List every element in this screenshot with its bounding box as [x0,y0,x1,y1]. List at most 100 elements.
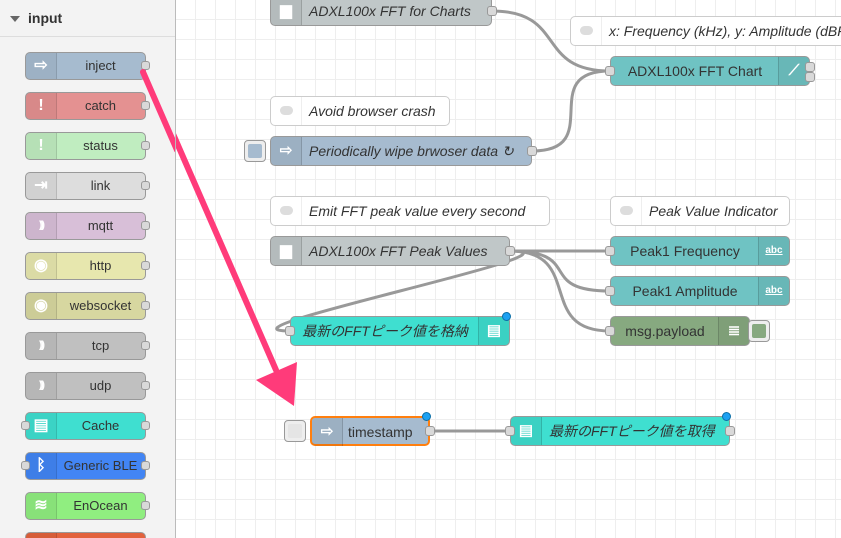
flow-node-fft[interactable]: ▤最新のFFTピーク値を格納 [290,316,510,346]
changed-indicator [502,312,511,321]
comment-icon [271,97,302,125]
bridge-icon: ))) [26,333,57,359]
input-port[interactable] [605,66,615,76]
flow-node-adxl100x-fft-for-charts[interactable]: ▆ADXL100x FFT for Charts [270,0,492,26]
input-port[interactable] [605,286,615,296]
node-label: timestamp [348,424,413,440]
comment-icon [271,197,302,225]
globe-icon: ◉ [26,253,57,279]
output-port[interactable] [487,6,497,16]
input-port[interactable] [605,246,615,256]
palette-node-label: status [83,138,118,153]
output-port[interactable] [505,246,515,256]
palette-category-label: input [28,10,63,26]
palette-node-tcp[interactable]: )))tcp [25,332,146,360]
arrow-right-icon: ⇨ [271,137,302,165]
chart-icon: ▆ [271,0,302,25]
chart-icon: ▆ [271,237,302,265]
comment-icon [571,17,602,45]
palette-node-http[interactable]: ◉ http [25,252,146,280]
output-port[interactable] [527,146,537,156]
flow-node-timestamp[interactable]: ⇨timestamp [310,416,430,446]
output-port [141,101,150,110]
palette-node-node[interactable] [25,532,146,538]
wire[interactable] [509,249,611,293]
wires-layer [275,9,611,433]
output-port [141,61,150,70]
list-icon: ≣ [718,317,749,345]
output-port [141,421,150,430]
palette-node-mqtt[interactable]: )))mqtt [25,212,146,240]
flow-workspace[interactable]: x: Frequency (kHz), y: Amplitude (dBFS) A… [176,0,841,538]
node-label: ADXL100x FFT Peak Values [309,243,488,259]
node-label: 最新のFFTピーク値を取得 [549,423,715,439]
flow-node-periodically-wipe-brwoser-data[interactable]: ⇨ Periodically wipe brwoser data ↻ [270,136,532,166]
bridge-icon: ))) [26,373,57,399]
palette-node-inject[interactable]: ⇨inject [25,52,146,80]
palette-node-label: Cache [81,418,120,433]
link-icon: ⇥ [26,173,57,199]
flow-node-adxl100x-fft-peak-values[interactable]: ▆ ADXL100x FFT Peak Values [270,236,510,266]
inject-trigger-button[interactable] [284,420,306,442]
database-icon: ▤ [511,417,542,445]
palette-node-label: link [90,178,111,193]
comment-icon [611,197,642,225]
output-port [141,341,150,350]
wire[interactable] [491,9,611,73]
palette-node-websocket[interactable]: ◉websocket [25,292,146,320]
output-port[interactable] [805,72,815,82]
inject-trigger-button[interactable] [244,140,266,162]
exclamation-icon: ! [26,93,57,119]
flow-node-adxl100x-fft-chart[interactable]: ⟋ ADXL100x FFT Chart [610,56,810,86]
flow-node-msg-payload[interactable]: ≣ msg.payload [610,316,750,346]
node-label: ADXL100x FFT Chart [627,63,763,79]
output-port[interactable] [725,426,735,436]
debug-toggle-button[interactable] [748,320,770,342]
node-label: Periodically wipe brwoser data ↻ [309,143,514,159]
input-port[interactable] [505,426,515,436]
node-palette: input ⇨inject!catch!status⇥link)))mqtt◉h… [0,0,176,538]
palette-node-label: udp [89,378,112,393]
annotation-arrow-tail [140,69,175,153]
palette-category-header[interactable]: input [0,0,175,37]
palette-node-enocean[interactable]: ≋EnOcean [25,492,146,520]
input-port[interactable] [605,326,615,336]
palette-node-catch[interactable]: ! catch [25,92,146,120]
wire[interactable] [509,249,611,333]
palette-node-link[interactable]: ⇥ link [25,172,146,200]
exclamation-icon: ! [26,133,57,159]
palette-node-udp[interactable]: ))) udp [25,372,146,400]
comment-node[interactable]: Avoid browser crash [270,96,450,126]
chart-line-icon: ⟋ [778,57,809,85]
wire[interactable] [531,69,611,153]
node-label: msg.payload [625,323,705,339]
globe-icon: ◉ [26,293,57,319]
palette-node-status[interactable]: ! status [25,132,146,160]
flow-node-fft[interactable]: ▤ 最新のFFTピーク値を取得 [510,416,730,446]
comment-node[interactable]: x: Frequency (kHz), y: Amplitude (dBFS) [570,16,841,46]
palette-node-label: mqtt [87,218,114,233]
comment-node[interactable]: Emit FFT peak value every second [270,196,550,226]
changed-indicator [422,412,431,421]
node-label: Peak1 Frequency [630,243,740,259]
palette-node-label: inject [85,58,116,73]
output-port[interactable] [425,426,435,436]
palette-node-label: http [89,258,112,273]
input-port [21,421,30,430]
output-port [141,381,150,390]
input-port[interactable] [285,326,295,336]
comment-label: Avoid browser crash [309,103,436,119]
comment-node[interactable]: Peak Value Indicator [610,196,790,226]
output-port [141,301,150,310]
input-port [21,461,30,470]
palette-node-label: catch [84,98,117,113]
output-port [141,461,150,470]
chevron-down-icon [10,16,20,23]
bluetooth-icon: ᛒ [26,453,57,479]
palette-node-cache[interactable]: ▤Cache [25,412,146,440]
output-port [141,261,150,270]
output-port[interactable] [805,62,815,72]
